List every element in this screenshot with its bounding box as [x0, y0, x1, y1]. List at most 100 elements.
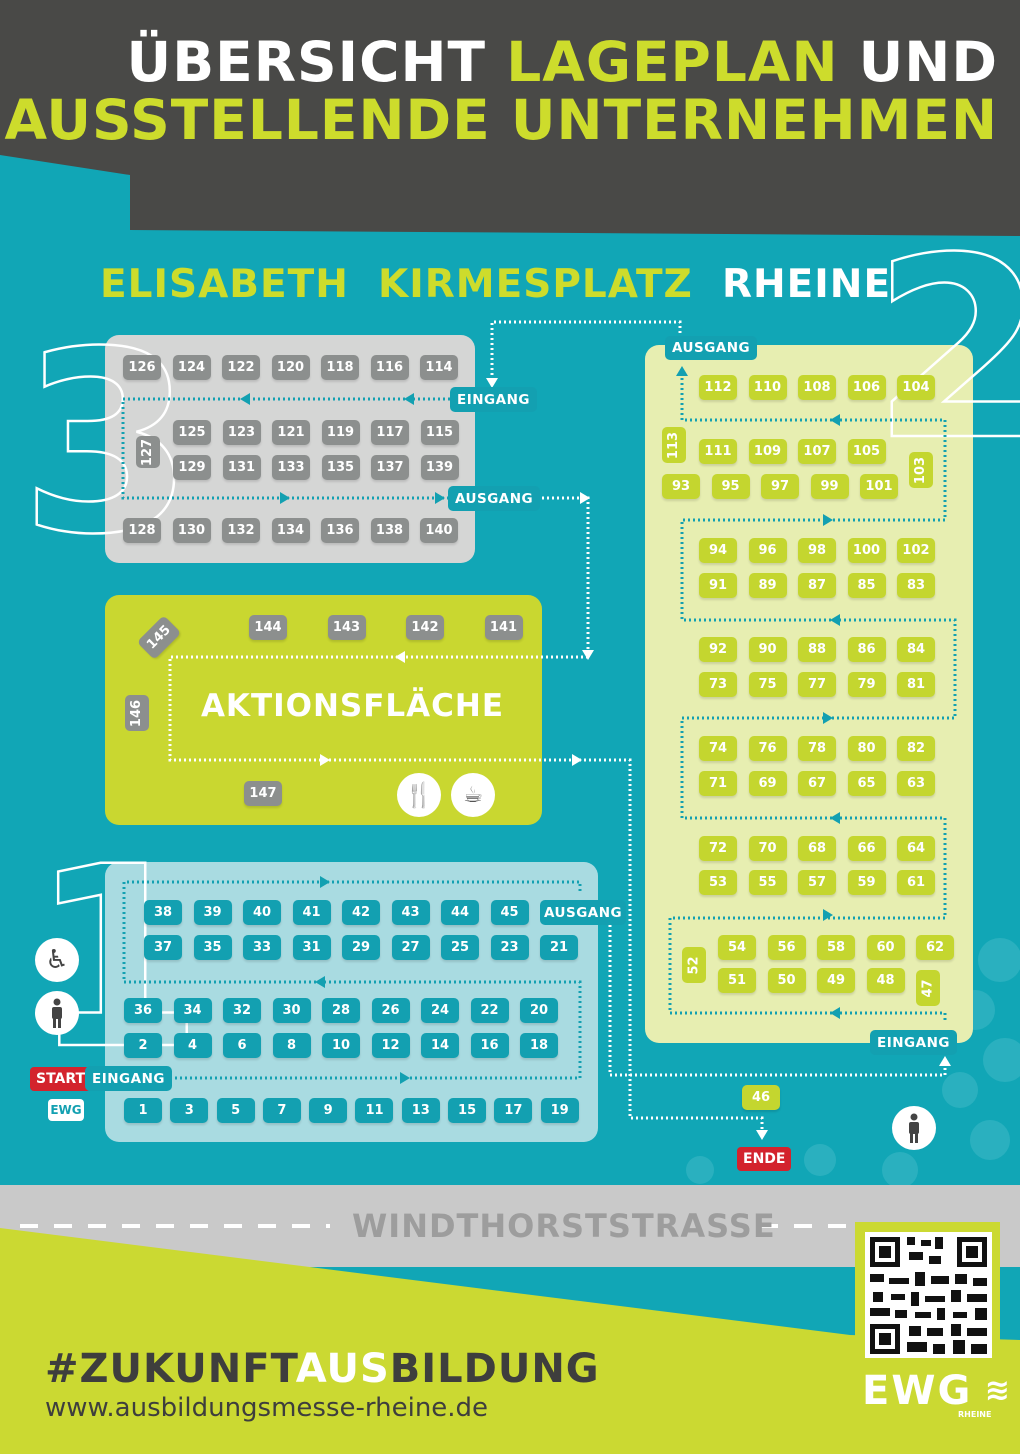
booth: 99: [810, 474, 849, 499]
booth: 93: [662, 474, 700, 499]
booth: 71: [699, 771, 737, 796]
booth: 16: [470, 1033, 509, 1058]
booth: 2: [124, 1033, 162, 1058]
booth: 139: [420, 455, 459, 480]
booth: 52: [682, 947, 706, 983]
booth: 94: [699, 538, 737, 563]
booth: 61: [897, 870, 935, 895]
booth: 50: [767, 968, 806, 993]
booth: 70: [748, 836, 787, 861]
booth: 26: [371, 998, 410, 1023]
booth: 127: [136, 436, 160, 468]
booth: 106: [847, 375, 886, 400]
booth: 88: [798, 637, 836, 662]
booth: 29: [342, 935, 380, 960]
booth: 64: [897, 836, 935, 861]
booth: 5: [216, 1098, 255, 1123]
booth: 117: [371, 420, 409, 445]
booth: 92: [699, 637, 737, 662]
section-1-entrance-label: EINGANG: [85, 1066, 172, 1091]
booth: 24: [421, 998, 459, 1023]
booth: 49: [817, 968, 855, 993]
booth: 137: [371, 455, 409, 480]
booth: 56: [767, 935, 806, 960]
toilet-icon: [35, 991, 79, 1035]
booth: 79: [847, 672, 886, 697]
booth: 31: [292, 935, 331, 960]
booth: 125: [173, 420, 211, 445]
booth: 108: [798, 375, 836, 400]
booth: 4: [173, 1033, 212, 1058]
booth: 58: [817, 935, 855, 960]
booth: 101: [860, 474, 898, 499]
booth: 122: [222, 355, 260, 380]
booth: 57: [798, 870, 836, 895]
street-dashes: [20, 1224, 860, 1228]
booth: 54: [718, 935, 756, 960]
booth: 89: [748, 573, 787, 598]
booth: 95: [711, 474, 750, 499]
section-1-exit-label: AUSGANG: [540, 900, 627, 925]
booth: 113: [662, 427, 686, 463]
booth: 55: [748, 870, 787, 895]
booth: 140: [420, 518, 458, 543]
booth: 25: [441, 935, 479, 960]
booth: 119: [321, 420, 360, 445]
booth: 86: [847, 637, 886, 662]
booth: 98: [798, 538, 836, 563]
booth: 144: [249, 615, 287, 640]
street-name: WINDTHORSTSTRASSE: [352, 1207, 776, 1245]
booth: 59: [847, 870, 886, 895]
booth: 110: [748, 375, 787, 400]
header-band: [0, 0, 1020, 236]
booth: 72: [699, 836, 737, 861]
section-number-2: 2: [872, 204, 1020, 495]
booth: 69: [748, 771, 787, 796]
booth: 67: [798, 771, 836, 796]
booth: 34: [173, 998, 212, 1023]
booth: 83: [897, 573, 935, 598]
page-title-line1: ÜBERSICHT LAGEPLAN UND: [126, 30, 998, 94]
website-link[interactable]: www.ausbildungsmesse-rheine.de: [45, 1393, 489, 1423]
booth: 146: [125, 695, 149, 731]
booth: 14: [421, 1033, 459, 1058]
booth: 48: [866, 968, 905, 993]
section-3-exit-label: AUSGANG: [448, 486, 541, 511]
booth: 65: [847, 771, 886, 796]
booth: 22: [470, 998, 509, 1023]
booth: 60: [866, 935, 905, 960]
booth: 75: [748, 672, 787, 697]
booth: 111: [699, 439, 737, 464]
end-badge: ENDE: [737, 1147, 792, 1171]
booth: 28: [322, 998, 360, 1023]
booth: 107: [798, 439, 836, 464]
booth: 102: [897, 538, 935, 563]
booth: 100: [847, 538, 886, 563]
booth: 19: [540, 1098, 579, 1123]
booth: 20: [520, 998, 558, 1023]
section-3-entrance-label: EINGANG: [450, 387, 537, 412]
qr-code[interactable]: [865, 1232, 992, 1358]
booth: 12: [371, 1033, 410, 1058]
ewg-badge: EWG: [48, 1099, 84, 1121]
aktionsflaeche-title: AKTIONSFLÄCHE: [200, 688, 505, 724]
booth: 91: [699, 573, 737, 598]
booth: 35: [193, 935, 232, 960]
restaurant-icon: 🍴: [397, 773, 441, 817]
booth: 104: [897, 375, 935, 400]
wheelchair-icon: ♿: [35, 938, 79, 982]
section-2-entrance-label: EINGANG: [870, 1030, 957, 1055]
booth: 135: [321, 455, 360, 480]
booth: 131: [222, 455, 261, 480]
